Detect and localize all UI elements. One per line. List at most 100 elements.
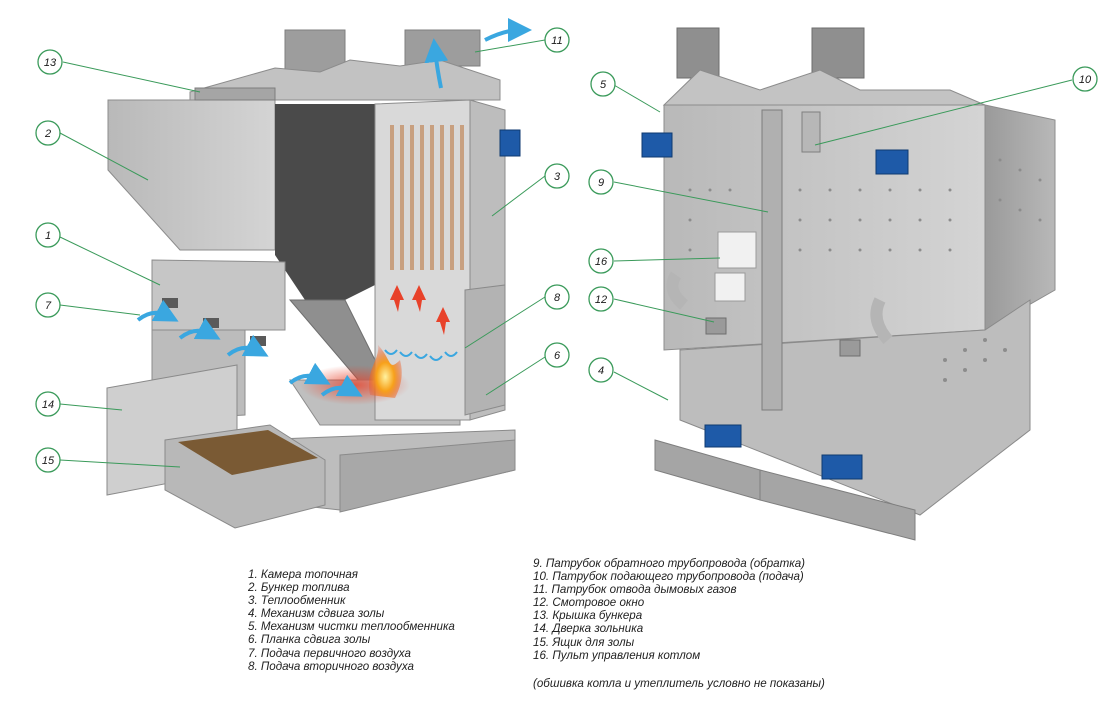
bunker-lid (194, 87, 276, 101)
callout-3: 3 (544, 163, 570, 189)
base-legs (654, 439, 761, 501)
supply-pipe-right (870, 297, 893, 345)
supply-pipe-left (666, 271, 689, 310)
right-boiler-exterior (641, 27, 1056, 541)
leader-3 (491, 175, 546, 217)
leader-1 (59, 236, 161, 286)
leader-9 (613, 181, 769, 213)
legend-item-1: 1. Камера топочная (248, 568, 358, 581)
base-front (339, 439, 516, 513)
legend-item-7: 7. Подача первичного воздуха (248, 646, 411, 660)
flue-duct-a (676, 27, 720, 79)
callout-11: 11 (544, 27, 570, 53)
boiler-body (663, 104, 986, 351)
callout-5: 5 (590, 71, 616, 97)
legend-item-5: 5. Механизм чистки теплообменника (248, 620, 455, 634)
cleaning-motor-left (641, 132, 673, 158)
leader-2 (59, 132, 149, 181)
side-motor (499, 129, 521, 157)
callout-10: 10 (1072, 66, 1098, 92)
callout-2: 2 (35, 120, 61, 146)
legend-item-4: 4. Механизм сдвига золы (248, 607, 385, 621)
callout-6: 6 (544, 342, 570, 368)
svg-text:3: 3 (554, 171, 561, 183)
leader-10 (814, 79, 1073, 146)
leader-5 (613, 84, 661, 113)
svg-text:7: 7 (45, 300, 52, 312)
cleaning-motor-right (875, 149, 909, 175)
control-panel-2 (714, 272, 746, 302)
legend-note: (обшивка котла и утеплитель условно не п… (533, 677, 825, 690)
leader-4 (613, 371, 669, 401)
flame (368, 345, 402, 398)
svg-text:15: 15 (42, 455, 55, 467)
callout-14: 14 (35, 391, 61, 417)
svg-text:14: 14 (42, 399, 54, 411)
svg-text:11: 11 (551, 35, 562, 47)
legend-item-3: 3. Теплообменник (248, 594, 346, 608)
legend-item-6: 6. Планка сдвига золы (248, 633, 371, 647)
callout-12: 12 (588, 286, 614, 312)
leader-13 (62, 61, 201, 93)
legend-item-14: 14. Дверка зольника (533, 622, 644, 636)
hot-gas-arrows (390, 285, 450, 335)
air-slot-3 (250, 336, 266, 346)
callout-lines (59, 39, 1073, 468)
legend-item-10: 10. Патрубок подающего трубопровода (под… (533, 570, 804, 584)
legend-right-column: 9. Патрубок обратного трубопровода (обра… (533, 557, 805, 662)
callout-7: 7 (35, 292, 61, 318)
svg-text:5: 5 (600, 79, 607, 91)
secondary-air-arrows (384, 349, 458, 361)
air-slot-1 (162, 298, 178, 308)
leader-11 (474, 39, 546, 53)
legend-item-15: 15. Ящик для золы (533, 635, 635, 649)
svg-text:8: 8 (554, 292, 561, 304)
sight-window-1 (705, 317, 727, 335)
callout-15: 15 (35, 447, 61, 473)
svg-text:2: 2 (44, 128, 51, 140)
boiler-side (984, 104, 1056, 331)
svg-text:6: 6 (554, 350, 561, 362)
panel-rivets (688, 158, 1042, 382)
ash-motor-left (704, 424, 742, 448)
legend-item-16: 16. Пульт управления котлом (533, 648, 701, 662)
air-slot-2 (203, 318, 219, 328)
ash-motor-right (821, 454, 863, 480)
legend-item-8: 8. Подача вторичного воздуха (248, 659, 414, 673)
svg-text:1: 1 (45, 230, 51, 242)
svg-text:4: 4 (598, 365, 604, 377)
sight-window-2 (839, 339, 861, 357)
callout-8: 8 (544, 284, 570, 310)
svg-text:12: 12 (595, 294, 607, 306)
left-boiler-cutaway (106, 18, 532, 529)
legend-item-13: 13. Крышка бункера (533, 609, 643, 623)
leader-14 (59, 403, 123, 411)
exchanger-tubes (390, 125, 464, 270)
legend-item-9: 9. Патрубок обратного трубопровода (обра… (533, 557, 806, 570)
callout-9: 9 (588, 169, 614, 195)
svg-text:9: 9 (598, 177, 604, 189)
ash-bar-housing (464, 284, 506, 416)
callout-13: 13 (37, 49, 63, 75)
svg-text:16: 16 (595, 256, 608, 268)
leader-16 (613, 257, 721, 262)
roof-hoppers-right (662, 69, 986, 106)
leader-8 (464, 296, 546, 349)
base-legs-2 (759, 469, 916, 541)
callout-1: 1 (35, 222, 61, 248)
leader-15 (59, 459, 181, 468)
legend-item-2: 2. Бункер топлива (248, 581, 350, 595)
return-pipe (761, 109, 783, 411)
supply-nozzle (801, 111, 821, 153)
leader-6 (485, 356, 546, 396)
callout-4: 4 (588, 357, 614, 383)
svg-text:10: 10 (1079, 74, 1092, 86)
svg-text:13: 13 (44, 57, 57, 69)
flue-gas-arrows (424, 18, 532, 89)
leader-12 (613, 298, 715, 323)
flue-duct-b (811, 27, 865, 79)
legend-item-12: 12. Смотровое окно (533, 596, 645, 610)
leader-7 (59, 304, 141, 316)
legend-item-11: 11. Патрубок отвода дымовых газов (533, 583, 737, 597)
ash-contents (178, 430, 318, 475)
